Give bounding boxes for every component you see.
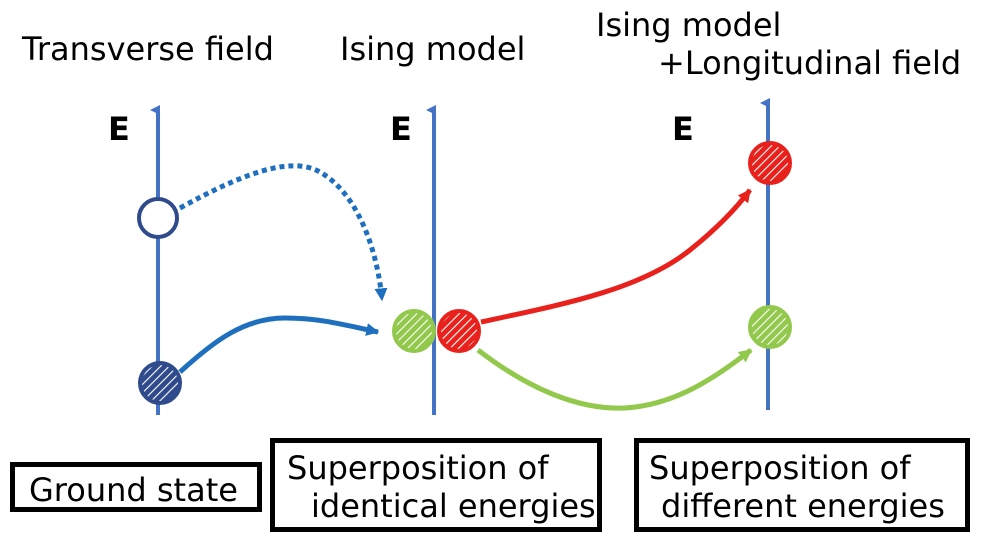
green-arrow-to-lower-level <box>476 348 753 411</box>
dotted-arrow-excited-to-degenerate <box>178 163 388 302</box>
ground-state-caption-text: Ground state <box>29 471 238 509</box>
panel-2-energy-axis-label: E <box>390 110 412 148</box>
green-lower-state <box>748 305 792 349</box>
red-degenerate-state <box>437 309 481 353</box>
identical-caption-line-2: identical energies <box>311 487 596 525</box>
different-energies-caption: Superposition of different energies <box>634 438 970 532</box>
panel-3-energy-axis-label: E <box>672 110 694 148</box>
identical-caption-line-1: Superposition of <box>287 449 549 487</box>
panel-3-title-line-2: +Longitudinal field <box>658 44 962 82</box>
red-arrow-to-upper-level <box>480 188 752 325</box>
different-caption-line-1: Superposition of <box>649 449 911 487</box>
excited-state-circle <box>137 197 179 239</box>
green-degenerate-state <box>392 309 436 353</box>
different-caption-line-2: different energies <box>661 487 945 525</box>
ground-state-circle <box>138 361 182 405</box>
panel-1-energy-axis-label: E <box>108 110 130 148</box>
identical-energies-caption: Superposition of identical energies <box>270 438 602 532</box>
panel-2-title: Ising model <box>340 30 526 68</box>
panel-3-title-line-1: Ising model <box>596 6 782 44</box>
red-upper-state <box>748 141 792 185</box>
ground-state-caption: Ground state <box>10 462 262 512</box>
blue-arrow-ground-to-degenerate <box>178 315 380 374</box>
panel-1-title: Transverse field <box>22 30 274 68</box>
